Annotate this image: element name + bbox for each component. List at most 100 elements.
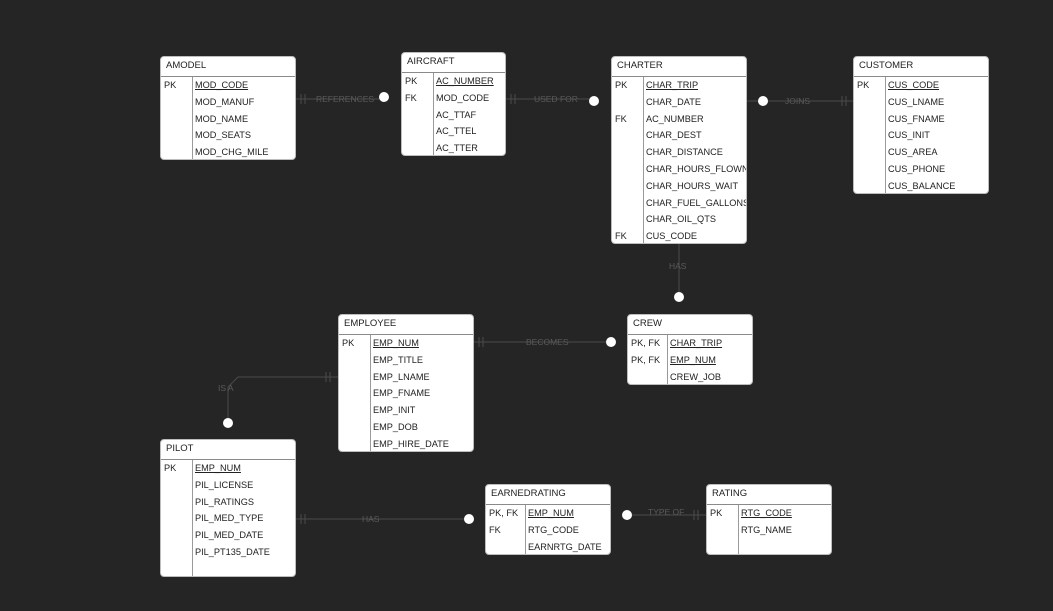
attribute-row: PIL_PT135_DATE — [161, 544, 295, 561]
key-marker: PK — [615, 80, 628, 90]
attribute-row: CHAR_HOURS_FLOWN — [612, 161, 746, 178]
attribute-name: AC_NUMBER — [646, 113, 704, 124]
attribute-row: PK, FK CHAR_TRIP — [628, 335, 752, 352]
entity-title: EMPLOYEE — [339, 315, 473, 335]
attribute-name: CUS_LNAME — [888, 96, 945, 107]
column-divider — [885, 77, 886, 193]
attribute-row: AC_TTEL — [402, 123, 505, 140]
attribute-row: CHAR_DEST — [612, 127, 746, 144]
attribute-name: AC_NUMBER — [436, 76, 494, 86]
attribute-name: AC_TTEL — [436, 126, 477, 137]
relationship-label-becomes: BECOMES — [526, 337, 569, 347]
attribute-name: EMP_TITLE — [373, 354, 424, 365]
attribute-row: MOD_NAME — [161, 111, 295, 128]
attribute-row: CUS_BALANCE — [854, 178, 988, 193]
relationship-label-is-a: IS A — [218, 383, 234, 393]
column-divider — [738, 505, 739, 554]
column-divider — [192, 77, 193, 159]
attribute-row: PIL_RATINGS — [161, 494, 295, 511]
entity-title: CHARTER — [612, 57, 746, 77]
key-marker: FK — [405, 92, 417, 103]
attribute-row: FK CUS_CODE — [612, 228, 746, 243]
cardinality-mark-many — [589, 96, 599, 106]
attribute-row: EMP_HIRE_DATE — [339, 436, 473, 451]
attribute-name: MOD_CODE — [436, 92, 490, 103]
attribute-name: MOD_NAME — [195, 113, 249, 124]
attribute-name: CUS_CODE — [888, 80, 940, 90]
column-divider — [667, 335, 668, 384]
attribute-row: MOD_SEATS — [161, 127, 295, 144]
entity-customer[interactable]: CUSTOMER PK CUS_CODE CUS_LNAME CUS_FNAME CUS_… — [853, 56, 989, 194]
attribute-row: MOD_MANUF — [161, 94, 295, 111]
attribute-row: CREW_JOB — [628, 369, 752, 384]
attribute-row: EARNRTG_DATE — [486, 539, 610, 554]
attribute-name: CUS_INIT — [888, 130, 930, 141]
cardinality-mark-many — [464, 514, 474, 524]
attribute-row: EMP_TITLE — [339, 352, 473, 369]
attribute-row: PK MOD_CODE — [161, 77, 295, 94]
attribute-name: EMP_NUM — [670, 354, 716, 365]
key-marker: PK, FK — [631, 338, 661, 348]
entity-title: EARNEDRATING — [486, 485, 610, 505]
attribute-name: CREW_JOB — [670, 371, 722, 382]
relationship-label-joins: JOINS — [785, 96, 811, 106]
attribute-name: CUS_FNAME — [888, 113, 945, 124]
attribute-row: RTG_NAME — [707, 522, 831, 539]
attribute-name: EMP_FNAME — [373, 388, 431, 399]
attribute-name: RTG_NAME — [741, 524, 792, 535]
relationship-label-references: REFERENCES — [316, 94, 375, 104]
attribute-row: CUS_AREA — [854, 144, 988, 161]
attribute-name: AC_TTER — [436, 143, 478, 154]
attribute-row: EMP_LNAME — [339, 369, 473, 386]
entity-title: PILOT — [161, 440, 295, 460]
attribute-name: PIL_LICENSE — [195, 479, 254, 490]
attribute-row: FK MOD_CODE — [402, 90, 505, 107]
attribute-row: AC_TTER — [402, 140, 505, 155]
key-marker: FK — [615, 113, 627, 124]
attribute-row: CUS_INIT — [854, 127, 988, 144]
attribute-row: CHAR_OIL_QTS — [612, 211, 746, 228]
attribute-row: CHAR_DISTANCE — [612, 144, 746, 161]
key-marker: PK — [164, 80, 177, 90]
key-marker: PK — [857, 80, 870, 90]
cardinality-mark-many — [622, 510, 632, 520]
key-marker: PK, FK — [489, 508, 519, 518]
column-divider — [370, 335, 371, 451]
relationship-line-is-a — [227, 376, 338, 423]
relationship-label-type-of: TYPE OF — [648, 507, 685, 517]
attribute-name: CUS_AREA — [888, 147, 938, 158]
attribute-row: CHAR_HOURS_WAIT — [612, 178, 746, 195]
attribute-name: PIL_MED_TYPE — [195, 513, 264, 524]
cardinality-mark-many — [223, 418, 233, 428]
attribute-name: CUS_CODE — [646, 231, 698, 242]
cardinality-mark-many — [674, 292, 684, 302]
attribute-row: PIL_LICENSE — [161, 477, 295, 494]
attribute-name: MOD_MANUF — [195, 96, 255, 107]
attribute-name: CHAR_TRIP — [646, 80, 699, 90]
relationship-label-has-crew: HAS — [669, 261, 687, 271]
attribute-name: CHAR_DEST — [646, 130, 702, 141]
attribute-row: EMP_DOB — [339, 419, 473, 436]
attribute-name: RTG_CODE — [741, 508, 792, 518]
column-divider — [643, 77, 644, 243]
key-marker: PK — [164, 463, 177, 473]
entity-title: CUSTOMER — [854, 57, 988, 77]
key-marker: FK — [615, 231, 627, 242]
entity-title: RATING — [707, 485, 831, 505]
attribute-row: CUS_FNAME — [854, 111, 988, 128]
attribute-row: PK CUS_CODE — [854, 77, 988, 94]
attribute-name: MOD_CODE — [195, 80, 249, 90]
relationship-label-used-for: USED FOR — [534, 94, 578, 104]
attribute-row: CHAR_FUEL_GALLONS — [612, 195, 746, 212]
attribute-name: CHAR_TRIP — [670, 338, 723, 348]
